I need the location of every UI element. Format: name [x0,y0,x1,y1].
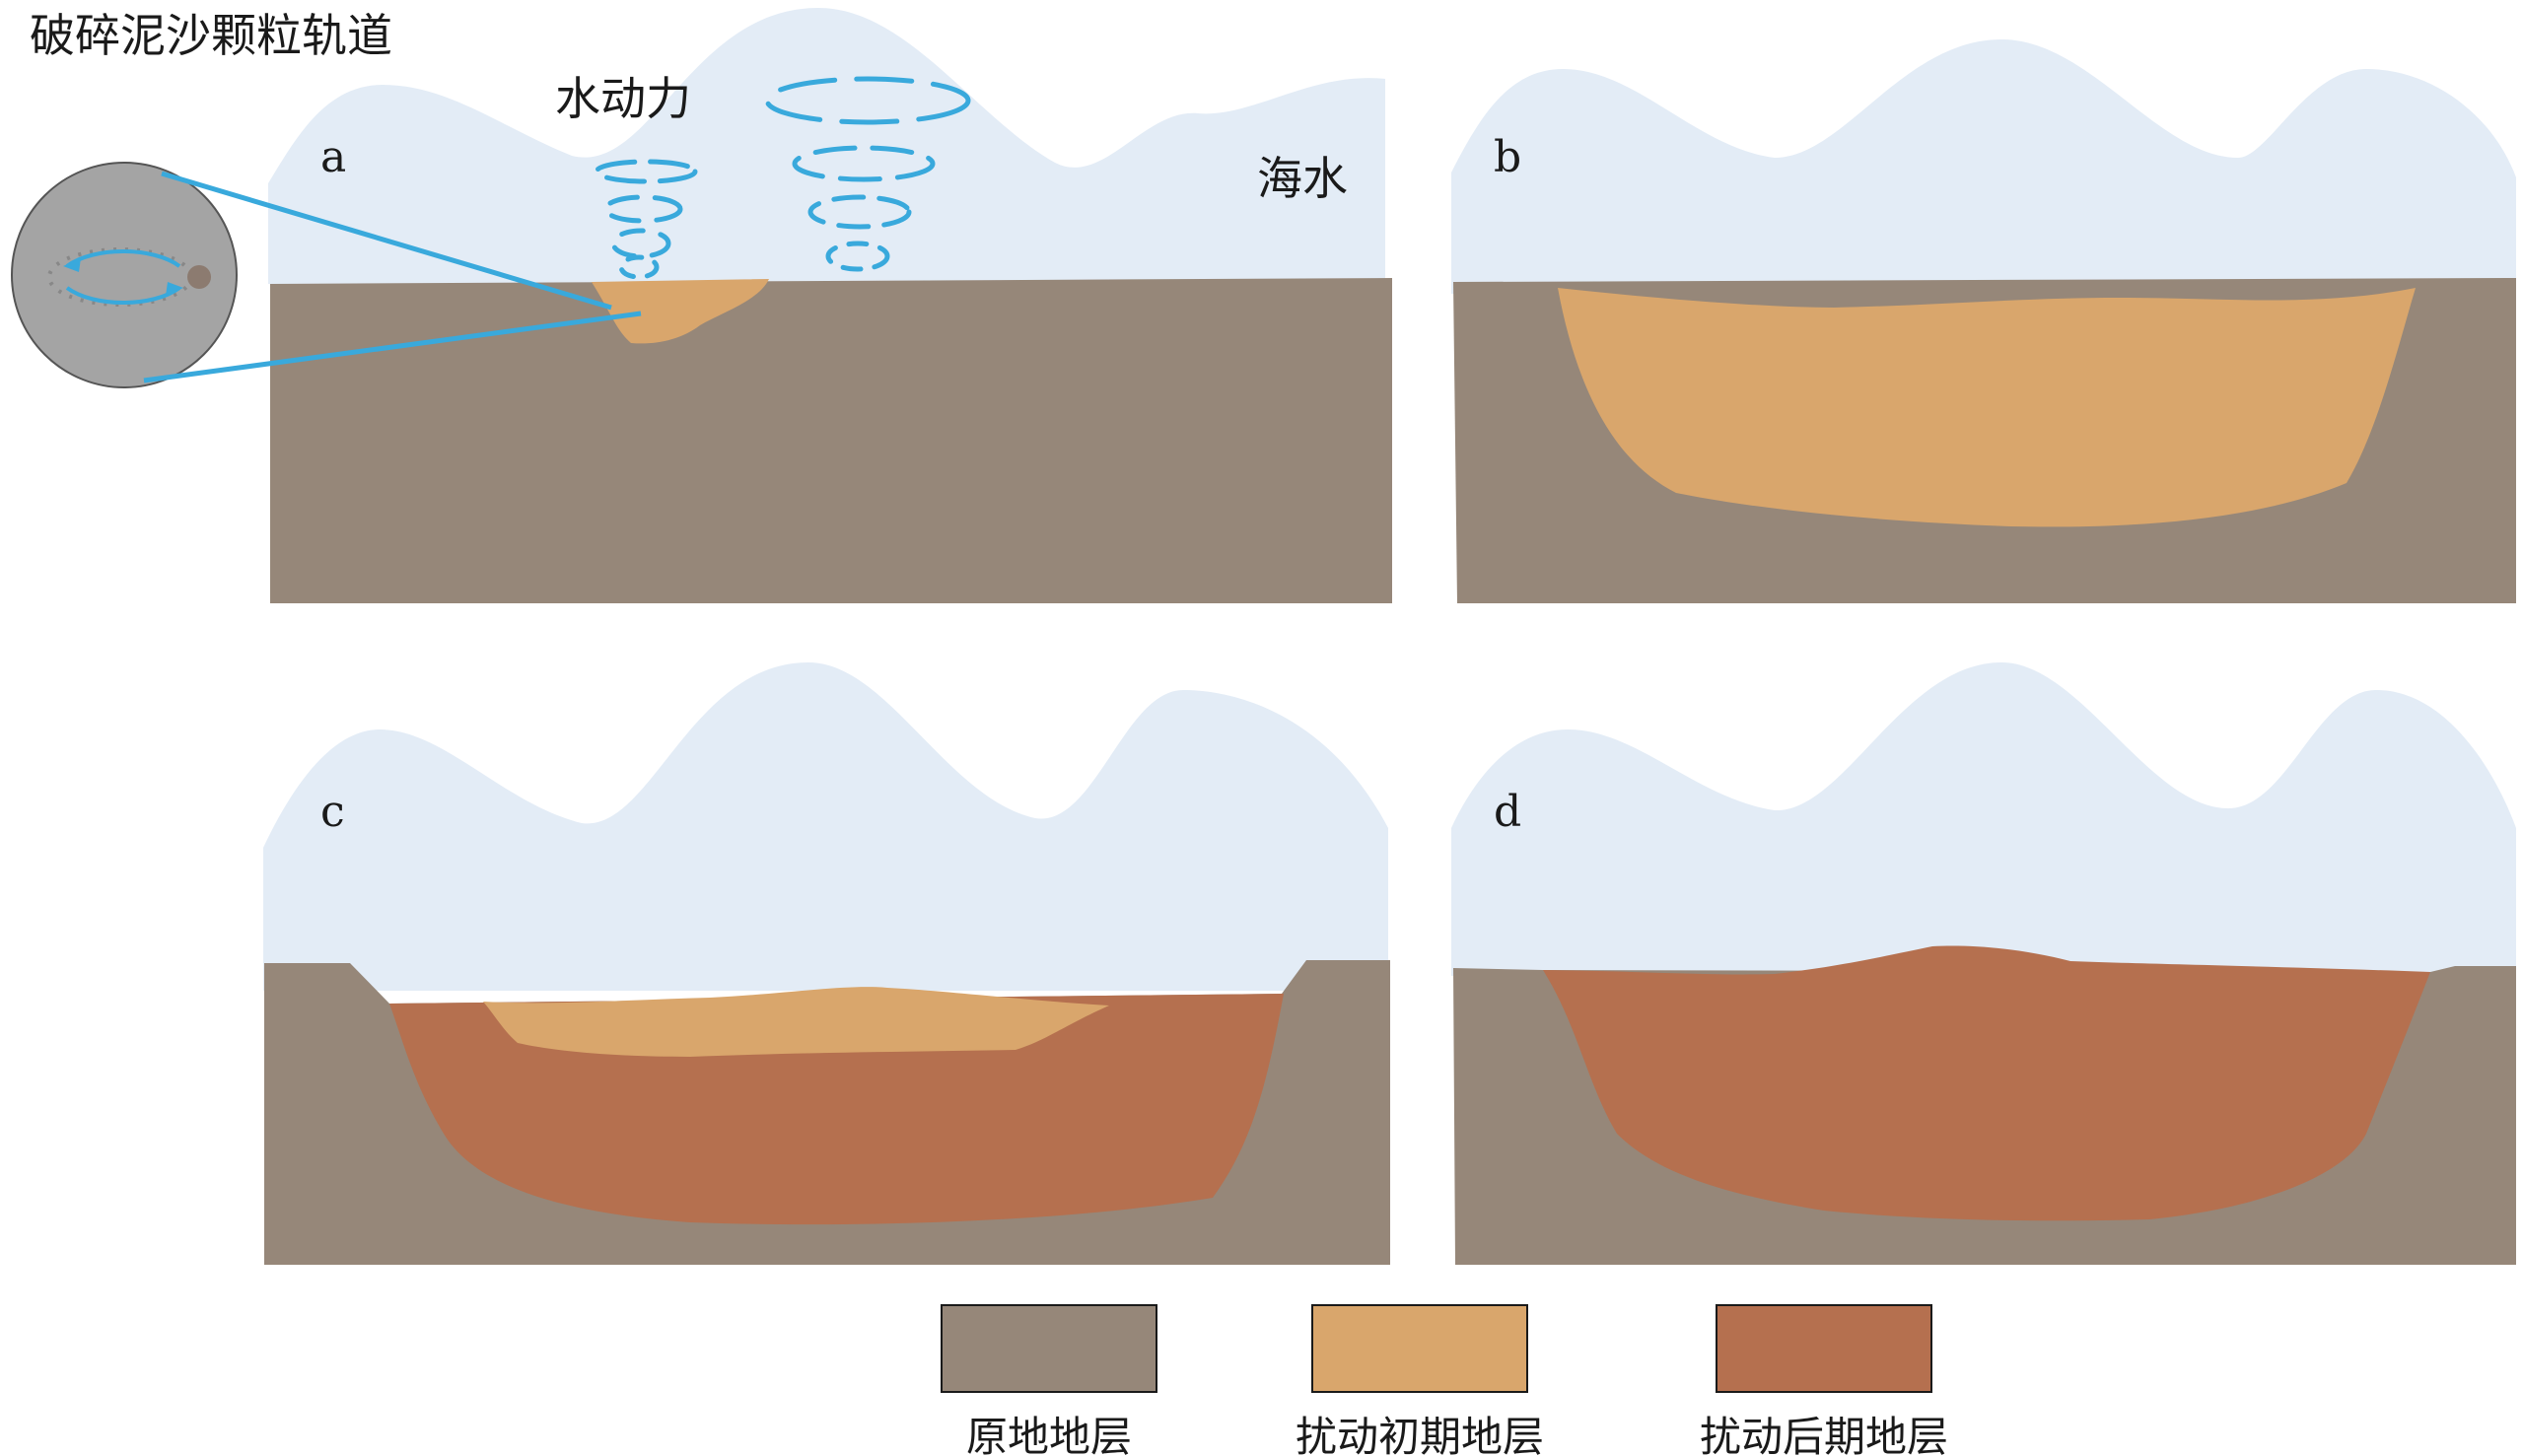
panel-d-seawater [1451,662,2516,976]
panel-c-seawater [263,662,1388,991]
legend-swatch-original [941,1304,1157,1393]
panel-a-seawater [268,8,1385,284]
vortex-large [764,76,971,272]
zoom-line-upper [161,171,612,311]
legend-item-late: 扰动后期地层 [1700,1304,1948,1456]
label-hydrodynamic: 水动力 [555,72,691,125]
orbit-arrow-right-icon [166,282,183,296]
panel-d-letter: d [1494,787,1521,837]
legend: 原地地层 扰动初期地层 扰动后期地层 [941,1304,1948,1456]
panel-a-early-stratum [592,279,769,344]
panel-c-letter: c [320,787,345,837]
diagram-title: 破碎泥沙颗粒轨道 [30,9,392,62]
label-seawater: 海水 [1257,152,1348,205]
panel-b: b [1451,39,2516,603]
legend-swatch-early [1311,1304,1528,1393]
panel-d-late-stratum [1543,945,2430,1221]
panel-a-letter: a [320,132,346,182]
legend-swatch-late [1716,1304,1932,1393]
vortex-small [594,159,698,280]
orbit-arrow-left-icon [63,258,81,272]
particle-circle [11,162,238,388]
panel-b-seawater [1451,39,2516,294]
zoom-line-lower [143,311,642,383]
panel-a: a [268,8,1392,603]
legend-label-late: 扰动后期地层 [1700,1413,1948,1456]
legend-item-early: 扰动初期地层 [1296,1304,1544,1456]
panel-a-original-stratum [270,278,1392,603]
panel-c-early-stratum [483,987,1109,1057]
sediment-particle [187,265,211,289]
panel-b-early-stratum [1558,288,2416,527]
panel-b-letter: b [1494,132,1521,182]
panel-c: c [263,662,1390,1265]
legend-label-early: 扰动初期地层 [1296,1413,1544,1456]
legend-item-original: 原地地层 [941,1304,1157,1456]
legend-label-original: 原地地层 [966,1413,1132,1456]
panel-d: d [1451,662,2516,1265]
particle-trajectory-inset [11,162,642,388]
